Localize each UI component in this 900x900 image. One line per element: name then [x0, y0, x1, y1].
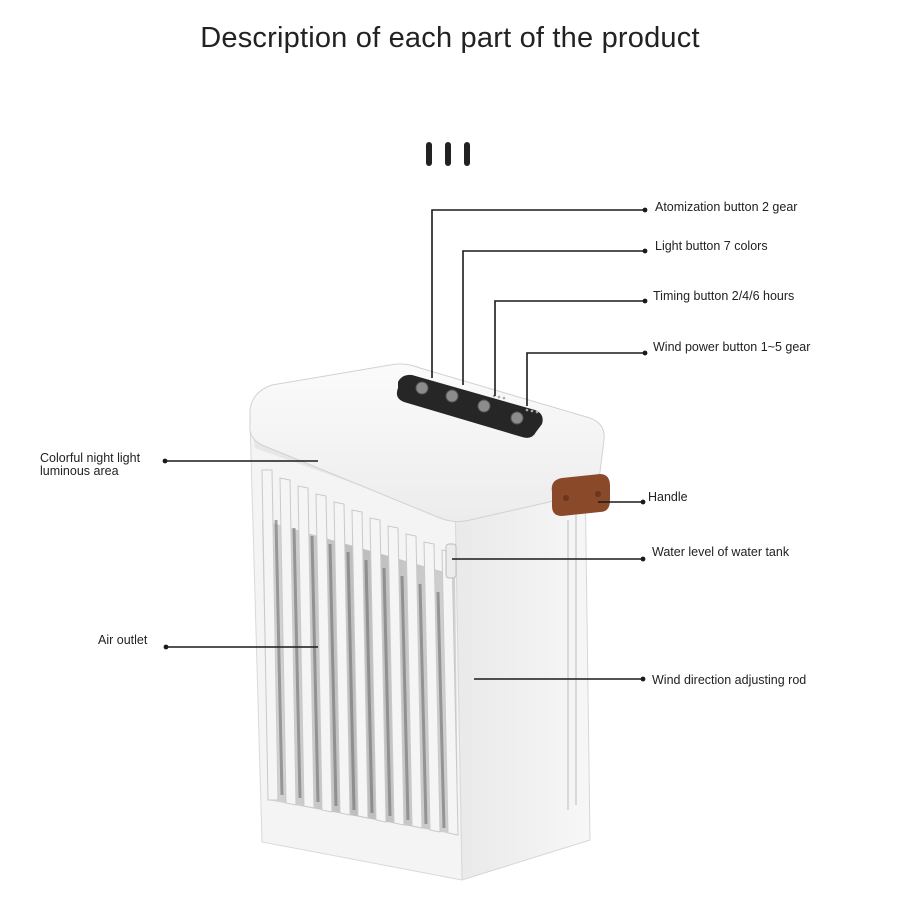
label-water-level: Water level of water tank	[652, 545, 790, 559]
label-handle: Handle	[648, 490, 688, 504]
atomization-leader	[431, 209, 645, 378]
timing-button-icon	[477, 399, 491, 413]
label-timing-button: Timing button 2/4/6 hours	[653, 289, 795, 303]
control-panel	[396, 374, 543, 438]
wind-power-leader	[526, 352, 645, 406]
label-light-button: Light button 7 colors	[655, 239, 768, 253]
label-atomization-button: Atomization button 2 gear	[655, 200, 798, 214]
label-air-outlet: Air outlet	[98, 633, 148, 647]
timing-leader	[494, 300, 645, 396]
atomization-button-icon	[415, 381, 429, 395]
water-level-window	[445, 543, 457, 579]
label-wind-power-button: Wind power button 1~5 gear	[653, 340, 811, 354]
leader-lines	[165, 209, 645, 680]
dash-mark	[426, 142, 432, 166]
light-leader	[462, 250, 645, 385]
title-area: Description of each part of the product	[0, 0, 900, 70]
cooler-body	[249, 363, 610, 881]
dash-mark	[445, 142, 451, 166]
night-light-line-2: luminous area	[40, 464, 119, 478]
handle-strap	[551, 474, 610, 516]
page-title: Description of each part of the product	[200, 22, 700, 54]
label-wind-direction: Wind direction adjusting rod	[652, 673, 807, 687]
leader-dots	[162, 207, 648, 682]
label-night-light: Colorful night light luminous area	[40, 452, 170, 478]
wind-power-button-icon	[510, 411, 524, 425]
panel-buttons	[415, 381, 524, 425]
dash-mark	[464, 142, 470, 166]
light-button-icon	[445, 389, 459, 403]
night-light-line-1: Colorful night light	[40, 451, 141, 465]
